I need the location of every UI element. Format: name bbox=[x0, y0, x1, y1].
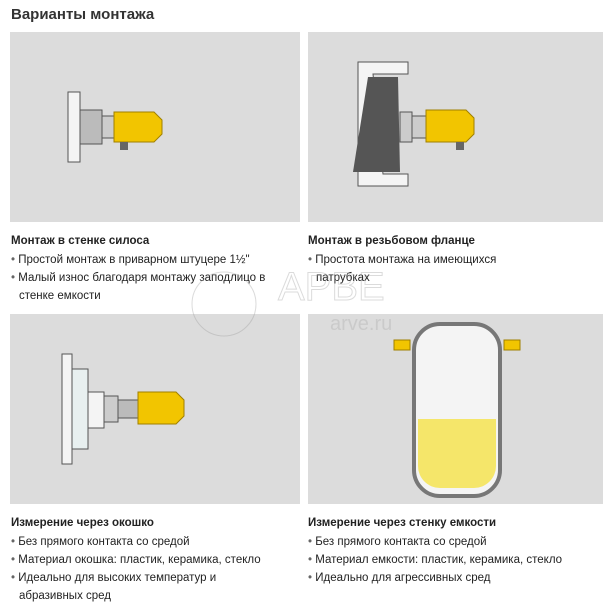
bullet: Без прямого контакта со средой bbox=[11, 533, 281, 551]
bullet: Идеально для агрессивных сред bbox=[308, 569, 598, 587]
bullet: Простой монтаж в приварном штуцере 1½" bbox=[11, 251, 281, 269]
section-tank-wall: Измерение через стенку емкости Без прямо… bbox=[308, 514, 598, 587]
sensor-icon bbox=[67, 91, 163, 163]
bullet: Идеально для высоких температур и абрази… bbox=[11, 569, 281, 605]
section-silo-wall: Монтаж в стенке силоса Простой монтаж в … bbox=[11, 232, 281, 305]
bullet: Малый износ благодаря монтажу заподлицо … bbox=[11, 269, 281, 305]
bullet: Материал емкости: пластик, керамика, сте… bbox=[308, 551, 598, 569]
bullet: Простота монтажа на имеющихся патрубках bbox=[308, 251, 508, 287]
illustration-tank-wall bbox=[308, 314, 603, 504]
tank-icon bbox=[393, 322, 521, 498]
sensor-icon bbox=[61, 353, 185, 465]
watermark-brand: АРВЕ bbox=[278, 265, 385, 309]
section-heading: Измерение через окошко bbox=[11, 517, 154, 529]
watermark-url: arve.ru bbox=[330, 313, 392, 335]
section-heading: Измерение через стенку емкости bbox=[308, 517, 497, 529]
illustration-window bbox=[10, 314, 300, 504]
section-heading: Монтаж в резьбовом фланце bbox=[308, 235, 475, 247]
sensor-icon bbox=[353, 61, 475, 187]
section-thread-flange: Монтаж в резьбовом фланце Простота монта… bbox=[308, 232, 508, 287]
page-title: Варианты монтажа bbox=[11, 6, 155, 23]
watermark: АРВЕ arve.ru bbox=[190, 262, 430, 357]
bullet: Без прямого контакта со средой bbox=[308, 533, 598, 551]
illustration-silo-wall bbox=[10, 32, 300, 222]
illustration-thread-flange bbox=[308, 32, 603, 222]
section-heading: Монтаж в стенке силоса bbox=[11, 235, 150, 247]
watermark-logo-icon: АРВЕ arve.ru bbox=[191, 265, 392, 337]
section-window: Измерение через окошко Без прямого конта… bbox=[11, 514, 281, 605]
bullet: Материал окошка: пластик, керамика, стек… bbox=[11, 551, 281, 569]
